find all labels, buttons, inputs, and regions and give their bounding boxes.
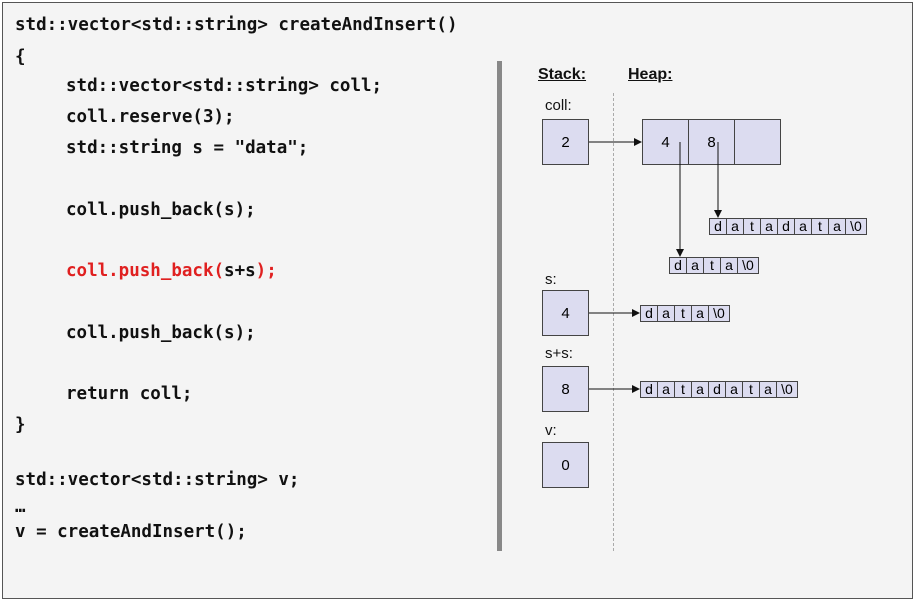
char-cell-terminator: \0	[850, 218, 862, 234]
pointer-arrows	[589, 138, 722, 393]
heap-string-data-1: d a t a \0	[669, 257, 759, 274]
char-cell: t	[675, 306, 692, 321]
char-cell-terminator: \0	[742, 257, 754, 273]
char-cell-terminator: \0	[781, 381, 793, 397]
code-arg: s+s	[224, 261, 256, 281]
char-cell: a	[658, 382, 675, 397]
stack-header: Stack:	[538, 66, 587, 83]
code-line-declare-coll: std::vector<std::string> coll;	[66, 76, 383, 96]
char-cell: a	[692, 382, 709, 397]
char-cell: a	[795, 219, 812, 234]
char-cell: a	[761, 219, 778, 234]
code-outer-declare-v: std::vector<std::string> v;	[15, 470, 300, 490]
code-close-brace: }	[15, 415, 26, 435]
ss-size-box: 8	[542, 366, 589, 412]
code-highlight: coll.push_back(	[66, 261, 225, 281]
ss-label: s+s:	[545, 345, 573, 362]
char-cell: a	[760, 382, 777, 397]
char-cell: d	[641, 306, 658, 321]
char-cell: a	[687, 258, 704, 273]
char-cell: a	[692, 306, 709, 321]
s-size-box: 4	[542, 290, 589, 336]
v-label: v:	[545, 422, 557, 439]
char-cell: t	[675, 382, 692, 397]
char-cell-terminator: \0	[713, 305, 725, 321]
coll-size-box: 2	[542, 119, 589, 165]
char-cell: a	[721, 258, 738, 273]
char-cell: d	[641, 382, 658, 397]
stack-heap-separator	[613, 93, 614, 551]
char-cell: t	[743, 382, 760, 397]
char-cell: d	[709, 382, 726, 397]
char-cell: a	[727, 219, 744, 234]
char-cell: t	[744, 219, 761, 234]
code-line-reserve: coll.reserve(3);	[66, 107, 235, 127]
char-cell: a	[658, 306, 675, 321]
heap-string-data-2: d a t a \0	[640, 305, 730, 322]
char-cell: d	[710, 219, 727, 234]
code-line-push-s-1: coll.push_back(s);	[66, 200, 256, 220]
heap-string-datadata-1: d a t a d a t a \0	[709, 218, 867, 235]
code-signature: std::vector<std::string> createAndInsert…	[15, 15, 458, 35]
char-cell: a	[829, 219, 846, 234]
char-cell: d	[778, 219, 795, 234]
char-cell: t	[812, 219, 829, 234]
code-outer-ellipsis: …	[15, 497, 26, 517]
char-cell: t	[704, 258, 721, 273]
code-line-push-s-2: coll.push_back(s);	[66, 323, 256, 343]
char-cell: d	[670, 258, 687, 273]
vector-cell-1: 8	[688, 119, 735, 165]
vector-cell-0: 4	[642, 119, 689, 165]
v-size-box: 0	[542, 442, 589, 488]
char-cell: a	[726, 382, 743, 397]
code-line-push-ss: coll.push_back(s+s);	[66, 261, 277, 281]
slide-frame: std::vector<std::string> createAndInsert…	[2, 2, 913, 599]
code-line-return: return coll;	[66, 384, 193, 404]
heap-string-datadata-2: d a t a d a t a \0	[640, 381, 798, 398]
vertical-divider	[497, 61, 502, 551]
s-label: s:	[545, 271, 557, 288]
coll-label: coll:	[545, 97, 572, 114]
code-open-brace: {	[15, 47, 26, 67]
code-outer-assign: v = createAndInsert();	[15, 522, 247, 542]
code-highlight-close: );	[255, 261, 277, 281]
heap-header: Heap:	[628, 66, 673, 83]
vector-cell-2	[734, 119, 781, 165]
code-line-declare-s: std::string s = "data";	[66, 138, 309, 158]
